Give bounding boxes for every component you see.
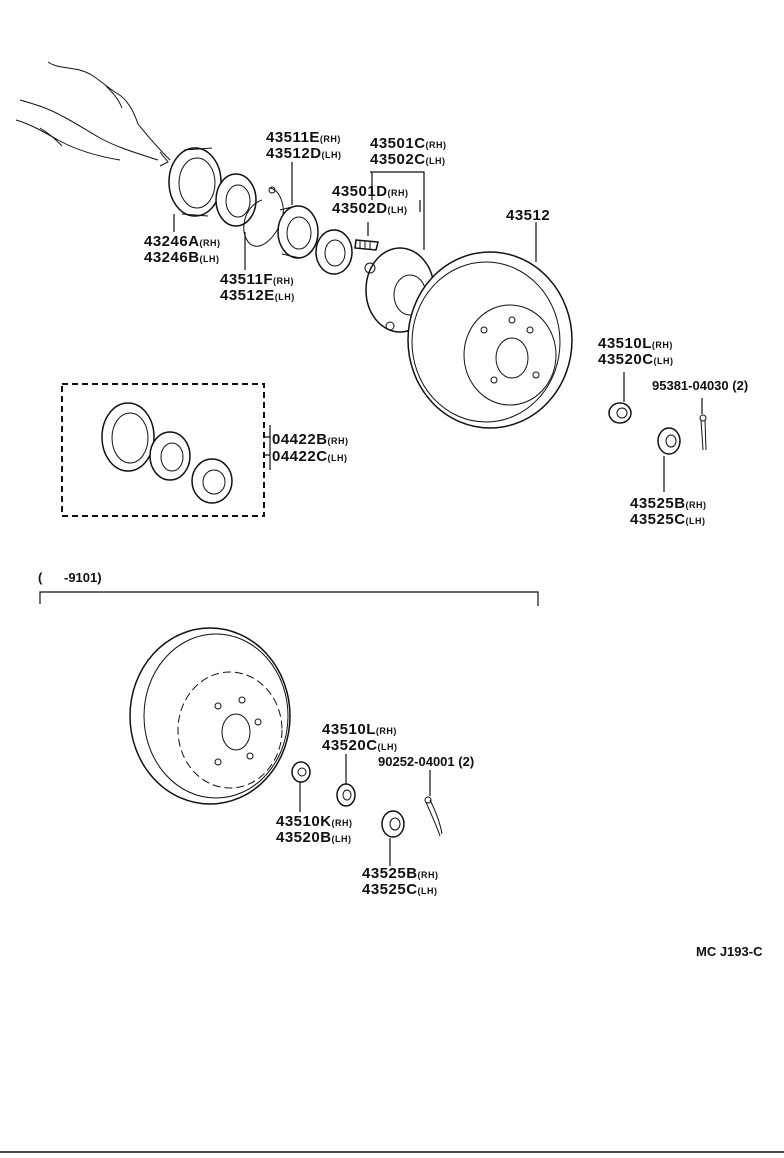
kit-seal-part[interactable] xyxy=(101,402,155,472)
kit-inner-bearing-part[interactable] xyxy=(149,431,191,481)
label-43501C: 43501C(RH) xyxy=(370,135,447,152)
label-43520C-top: 43520C(LH) xyxy=(598,351,674,368)
label-43246B: 43246B(LH) xyxy=(144,249,220,266)
label-43512D: 43512D(LH) xyxy=(266,145,342,162)
label-43501D: 43501D(RH) xyxy=(332,183,409,200)
label-43246A: 43246A(RH) xyxy=(144,233,221,250)
leader-lines xyxy=(173,162,703,492)
disc-rotor-part[interactable] xyxy=(407,251,573,429)
label-43511E: 43511E(RH) xyxy=(266,129,341,146)
lower-nut-part[interactable] xyxy=(336,783,356,807)
lower-nut-cap-part[interactable] xyxy=(381,810,405,838)
label-43525B-top: 43525B(RH) xyxy=(630,495,707,512)
inner-bearing-part[interactable] xyxy=(215,173,257,227)
label-43511F: 43511F(RH) xyxy=(220,271,294,288)
kit-leader-line xyxy=(264,425,271,470)
outer-race-part[interactable] xyxy=(315,229,353,275)
oil-seal-part[interactable] xyxy=(168,147,222,217)
range-bracket xyxy=(39,591,539,606)
nut-lock-cap-part[interactable] xyxy=(657,427,681,455)
label-90252: 90252-04001 (2) xyxy=(378,754,474,769)
diagram-code: MC J193-C xyxy=(696,944,763,959)
label-04422C: 04422C(LH) xyxy=(272,448,348,465)
label-43502C: 43502C(LH) xyxy=(370,151,446,168)
label-43510K: 43510K(RH) xyxy=(276,813,353,830)
label-43510L-bottom: 43510L(RH) xyxy=(322,721,397,738)
lock-nut-part[interactable] xyxy=(608,402,632,424)
label-43525B-bottom: 43525B(RH) xyxy=(362,865,439,882)
label-04422B: 04422B(RH) xyxy=(272,431,349,448)
lower-disc-rotor-part[interactable] xyxy=(129,627,291,805)
hub-bolt-part[interactable] xyxy=(354,239,379,251)
label-43525C-bottom: 43525C(LH) xyxy=(362,881,438,898)
snap-ring-part[interactable] xyxy=(243,186,284,247)
pointer-hand-icon xyxy=(15,61,171,167)
label-95381: 95381-04030 (2) xyxy=(652,378,748,393)
label-43512: 43512 xyxy=(506,207,550,224)
cotter-pin-part[interactable] xyxy=(699,414,707,451)
label-43510L-top: 43510L(RH) xyxy=(598,335,673,352)
label-43520C-bottom: 43520C(LH) xyxy=(322,737,398,754)
range-label: ( -9101) xyxy=(38,570,102,585)
label-43520B: 43520B(LH) xyxy=(276,829,352,846)
label-43502D: 43502D(LH) xyxy=(332,200,408,217)
kit-outer-bearing-part[interactable] xyxy=(191,458,233,504)
lower-leader-lines xyxy=(299,754,431,866)
label-43512E: 43512E(LH) xyxy=(220,287,295,304)
label-43525C-top: 43525C(LH) xyxy=(630,511,706,528)
lower-cotter-pin-part[interactable] xyxy=(424,796,443,837)
lower-washer-part[interactable] xyxy=(291,761,311,783)
bearing-kit-box xyxy=(61,383,265,517)
outer-bearing-part[interactable] xyxy=(277,205,319,259)
